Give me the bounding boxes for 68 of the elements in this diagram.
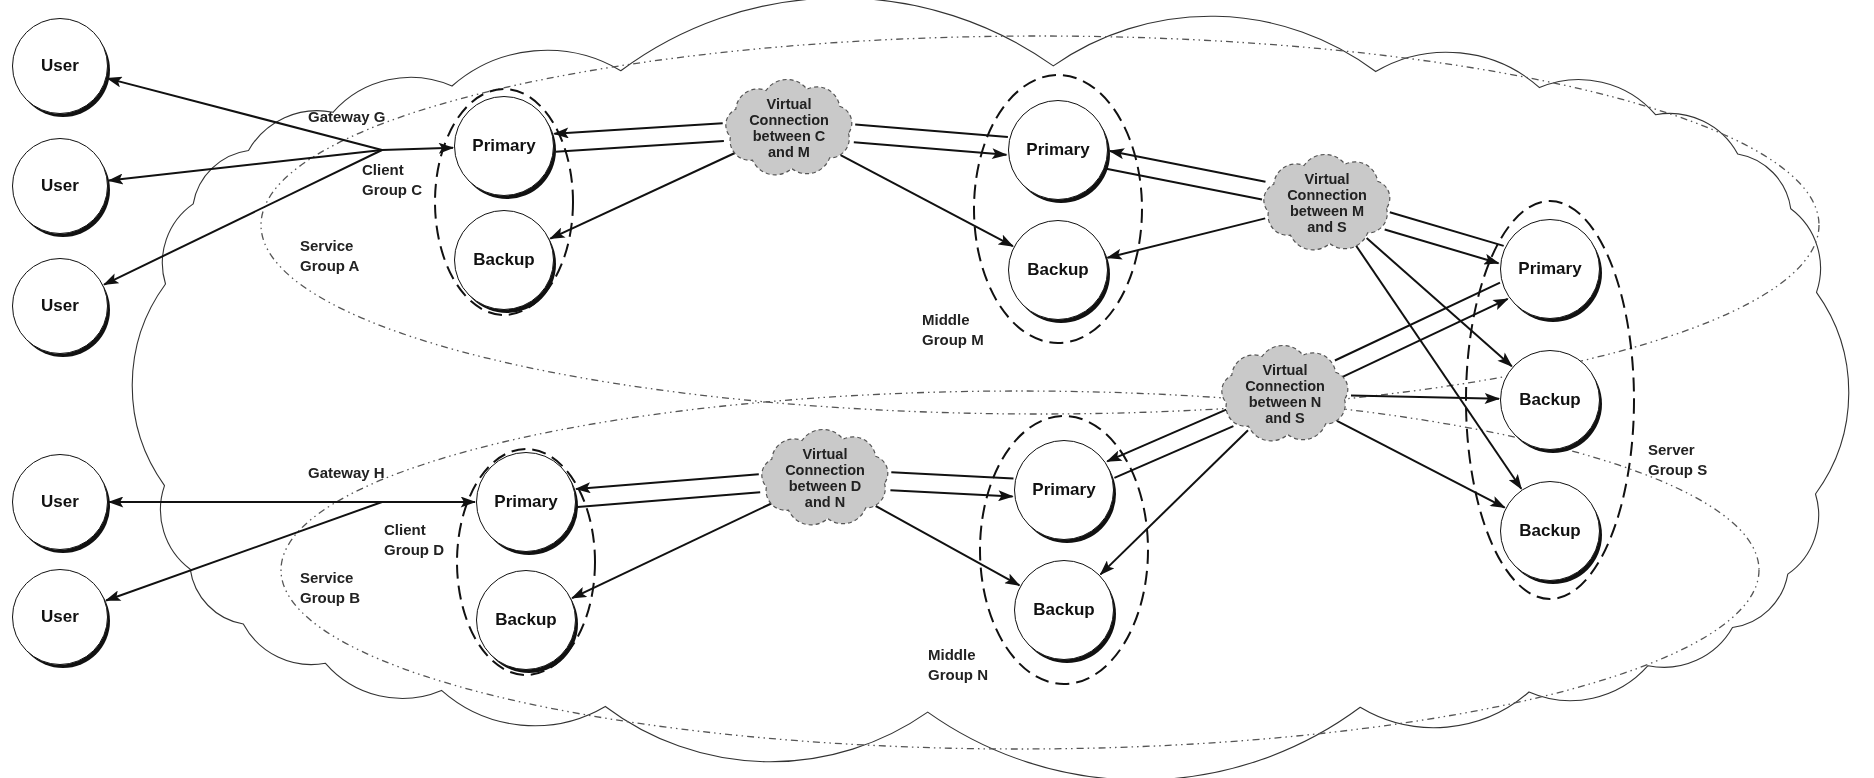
node-circle: [1008, 220, 1108, 320]
connector-line: [1113, 425, 1235, 479]
node-label: Primary: [1026, 140, 1090, 160]
arrow: [103, 149, 383, 286]
connector-line: [1388, 211, 1505, 247]
connector-line: [854, 123, 1009, 138]
arrow: [105, 501, 383, 602]
group-label: Middle Group N: [928, 645, 989, 684]
arrow: [553, 122, 724, 139]
arrow: [1106, 217, 1267, 260]
arrow: [874, 505, 1021, 587]
arrow: [1350, 393, 1501, 404]
node-circle: [1014, 560, 1114, 660]
node-circle: [1500, 481, 1600, 581]
group-label: Service Group A: [300, 236, 361, 275]
arrow: [1099, 429, 1249, 576]
arrow: [107, 496, 383, 508]
node-label: Primary: [494, 492, 558, 512]
node-circle: [1014, 440, 1114, 540]
node-label: Primary: [1518, 259, 1582, 279]
gateway-label: Gateway G: [308, 108, 386, 125]
node-label: User: [41, 56, 79, 76]
node-label: User: [41, 492, 79, 512]
gateway-label: Gateway H: [308, 464, 385, 481]
arrow: [839, 154, 1014, 248]
connector-line: [554, 140, 725, 153]
group-label: Server Group S: [1648, 440, 1709, 479]
arrow: [889, 489, 1014, 502]
group-label: Client Group C: [362, 160, 423, 199]
arrow: [575, 473, 760, 494]
node-label: User: [41, 176, 79, 196]
arrow: [381, 142, 455, 154]
cloud-label: Virtual Connection between M and S: [1286, 170, 1368, 236]
node-label: Backup: [495, 610, 557, 630]
node-label: Backup: [1519, 521, 1581, 541]
arrow: [1365, 237, 1513, 368]
arrow: [571, 502, 773, 600]
node-circle: [1500, 350, 1600, 450]
connector-line: [890, 471, 1015, 480]
group-label: Service Group B: [300, 568, 361, 607]
cloud-label: Virtual Connection between C and M: [748, 95, 830, 161]
arrow: [1108, 148, 1267, 183]
node-circle: [1500, 219, 1600, 319]
node-label: User: [41, 607, 79, 627]
cloud-label: Virtual Connection between D and N: [784, 445, 866, 511]
connector-line: [1105, 167, 1263, 201]
connector-line: [1333, 281, 1501, 362]
arrow: [1341, 297, 1509, 378]
group-label: Middle Group M: [922, 310, 985, 349]
arrow: [381, 496, 477, 508]
node-label: Backup: [1027, 260, 1089, 280]
node-circle: [1008, 100, 1108, 200]
arrow: [1336, 419, 1506, 509]
arrow: [1106, 408, 1228, 463]
node-label: Primary: [472, 136, 536, 156]
arrow: [1383, 228, 1500, 265]
arrow: [549, 152, 736, 240]
arrow: [107, 149, 383, 185]
node-label: Backup: [1033, 600, 1095, 620]
cloud-label: Virtual Connection between N and S: [1244, 361, 1326, 427]
node-label: User: [41, 296, 79, 316]
group-label: Client Group D: [384, 520, 445, 559]
arrow: [852, 141, 1008, 160]
node-label: Backup: [473, 250, 535, 270]
node-label: Backup: [1519, 390, 1581, 410]
connector-line: [576, 491, 762, 508]
node-label: Primary: [1032, 480, 1096, 500]
node-circle: [454, 96, 554, 196]
